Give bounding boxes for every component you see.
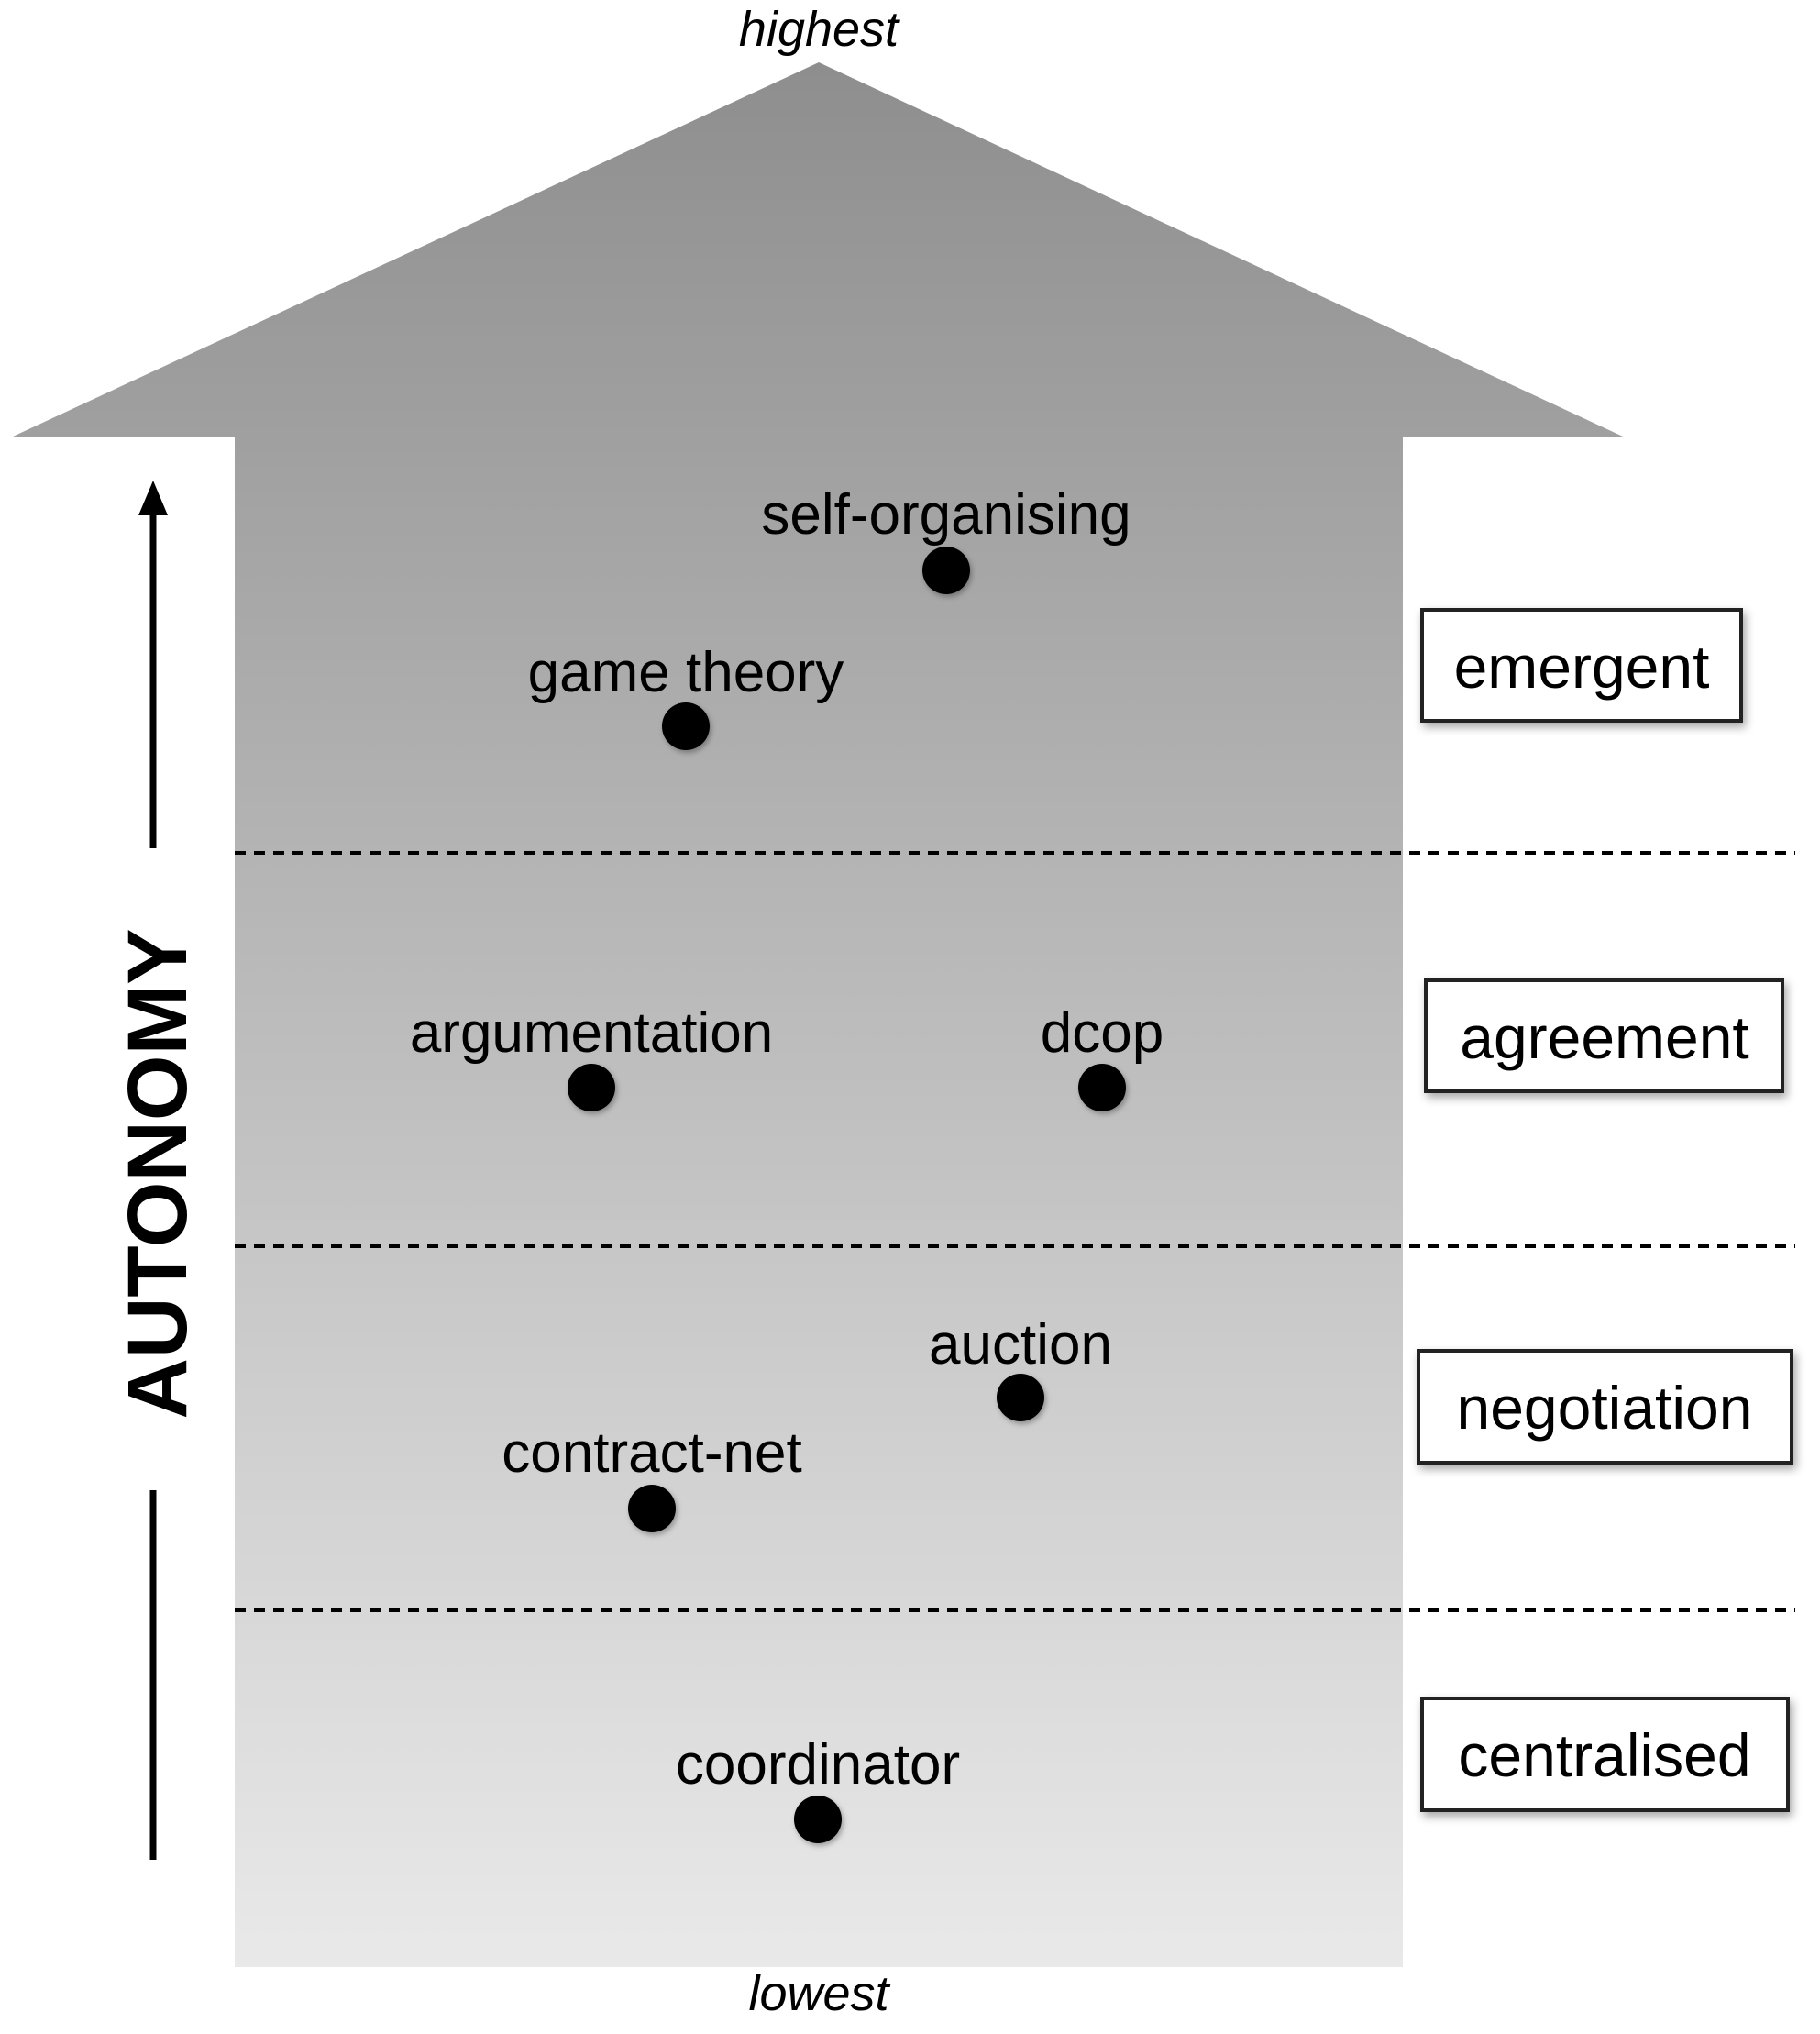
method-dot — [568, 1064, 615, 1111]
category-negotiation: negotiation — [1417, 1349, 1793, 1465]
arrow-up-icon — [138, 481, 168, 515]
method-argumentation: argumentation — [410, 1001, 773, 1111]
method-dcop: dcop — [1041, 1001, 1164, 1111]
category-emergent: emergent — [1420, 608, 1743, 723]
category-label: centralised — [1458, 1721, 1750, 1789]
method-label: argumentation — [410, 1001, 773, 1065]
method-dot — [628, 1485, 676, 1532]
method-label: auction — [929, 1313, 1112, 1376]
autonomy-axis-label: AUTONOMY — [111, 929, 204, 1420]
method-label: coordinator — [676, 1733, 960, 1796]
method-dot — [794, 1796, 842, 1843]
category-label: negotiation — [1457, 1374, 1753, 1442]
method-label: contract-net — [502, 1421, 801, 1485]
method-game-theory: game theory — [528, 641, 844, 750]
method-label: dcop — [1041, 1001, 1164, 1065]
lowest-label: lowest — [748, 1966, 890, 2021]
autonomy-big-arrow — [13, 62, 1623, 1967]
autonomy-axis: AUTONOMY — [111, 481, 204, 1860]
method-dot — [662, 702, 710, 750]
category-centralised: centralised — [1420, 1697, 1790, 1812]
highest-label: highest — [739, 2, 900, 57]
category-agreement: agreement — [1424, 978, 1784, 1093]
method-coordinator: coordinator — [676, 1733, 960, 1843]
method-label: game theory — [528, 641, 844, 704]
method-contract-net: contract-net — [502, 1421, 802, 1532]
category-label: emergent — [1454, 633, 1710, 701]
method-self-organising: self-organising — [761, 483, 1131, 594]
level-dividers — [235, 851, 1795, 1612]
method-dot — [997, 1374, 1044, 1421]
method-label: self-organising — [761, 483, 1131, 547]
method-dot — [1078, 1064, 1126, 1111]
method-dot — [922, 547, 970, 594]
method-auction: auction — [929, 1313, 1112, 1421]
category-label: agreement — [1460, 1003, 1749, 1071]
